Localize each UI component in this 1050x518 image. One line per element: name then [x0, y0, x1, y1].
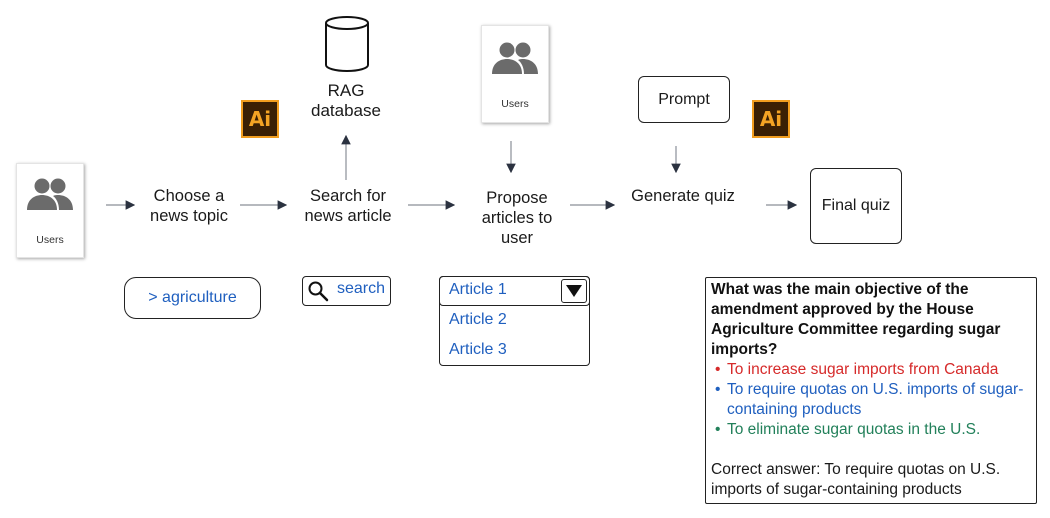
- articles-dropdown[interactable]: Article 1 Article 2 Article 3: [439, 276, 590, 366]
- adobe-illustrator-icon: Ai: [752, 100, 790, 138]
- database-label: RAG database: [311, 81, 381, 120]
- adobe-illustrator-icon: Ai: [241, 100, 279, 138]
- prompt-box: Prompt: [638, 76, 730, 123]
- step-search-article: Search for news article: [304, 187, 392, 225]
- users-icon: [492, 42, 538, 74]
- quiz-option-1: To increase sugar imports from Canada: [711, 360, 1031, 380]
- quiz-correct-answer: Correct answer: To require quotas on U.S…: [711, 461, 1001, 498]
- users-card-left: Users: [16, 163, 84, 258]
- dropdown-selected-row[interactable]: [439, 276, 590, 306]
- quiz-question: What was the main objective of the amend…: [711, 281, 1001, 358]
- quiz-panel: What was the main objective of the amend…: [705, 277, 1037, 504]
- dropdown-triangle-icon: [566, 285, 582, 297]
- topic-input[interactable]: > agriculture: [124, 277, 261, 319]
- dropdown-toggle[interactable]: [561, 279, 587, 303]
- search-label: search: [337, 280, 386, 297]
- database-cylinder-icon: [325, 16, 369, 72]
- quiz-option-3: To eliminate sugar quotas in the U.S.: [711, 420, 1031, 440]
- step-propose-articles: Propose articles to user: [481, 189, 553, 247]
- final-quiz-box: Final quiz: [810, 168, 902, 244]
- search-icon: [308, 281, 329, 302]
- article-option-1[interactable]: Article 1: [449, 281, 507, 298]
- step-generate-quiz: Generate quiz: [631, 187, 735, 205]
- quiz-options: To increase sugar imports from Canada To…: [711, 360, 1031, 440]
- quiz-option-2: To require quotas on U.S. imports of sug…: [711, 380, 1031, 420]
- article-option-3[interactable]: Article 3: [449, 341, 507, 358]
- users-card-top: Users: [481, 25, 549, 123]
- users-label: Users: [36, 234, 64, 246]
- step-choose-topic: Choose a news topic: [150, 187, 228, 225]
- article-option-2[interactable]: Article 2: [449, 311, 507, 328]
- users-icon: [27, 178, 73, 210]
- search-box[interactable]: search: [302, 276, 391, 306]
- users-label: Users: [501, 98, 529, 110]
